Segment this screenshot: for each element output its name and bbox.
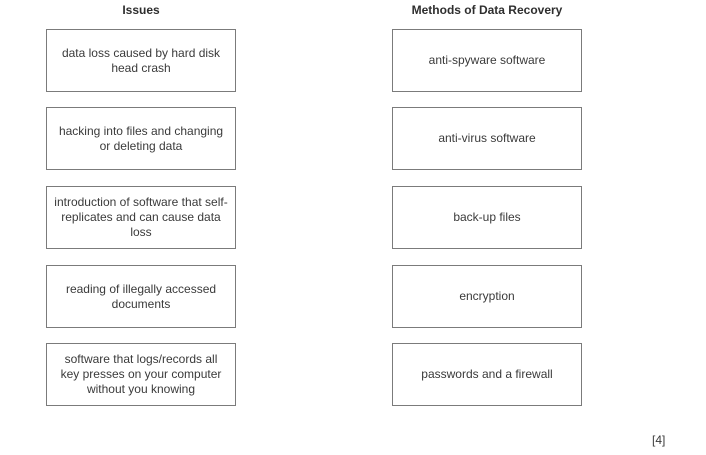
issue-box-label: hacking into files and changing or delet… xyxy=(58,123,224,153)
method-box-anti-spyware[interactable]: anti-spyware software xyxy=(392,29,582,92)
issues-column-header: Issues xyxy=(122,3,160,17)
issue-box-key-logging[interactable]: software that logs/records all key press… xyxy=(46,343,236,406)
method-box-label: back-up files xyxy=(453,210,521,224)
method-box-label: anti-virus software xyxy=(438,131,536,145)
method-box-passwords-firewall[interactable]: passwords and a firewall xyxy=(392,343,582,406)
method-box-anti-virus[interactable]: anti-virus software xyxy=(392,107,582,170)
method-box-encryption[interactable]: encryption xyxy=(392,265,582,328)
issue-box-hard-disk-crash[interactable]: data loss caused by hard disk head crash xyxy=(46,29,236,92)
issue-box-label: software that logs/records all key press… xyxy=(60,352,222,396)
issue-box-illegally-accessed-documents[interactable]: reading of illegally accessed documents xyxy=(46,265,236,328)
issue-box-self-replicating-software[interactable]: introduction of software that self-repli… xyxy=(46,186,236,249)
issue-box-label: data loss caused by hard disk head crash xyxy=(61,45,221,75)
issue-box-label: reading of illegally accessed documents xyxy=(65,281,217,311)
method-box-label: anti-spyware software xyxy=(428,53,546,67)
method-box-back-up-files[interactable]: back-up files xyxy=(392,186,582,249)
issue-box-hacking[interactable]: hacking into files and changing or delet… xyxy=(46,107,236,170)
question-marks-label: [4] xyxy=(652,433,666,447)
issue-box-label: introduction of software that self-repli… xyxy=(54,195,228,239)
method-box-label: encryption xyxy=(459,289,515,303)
method-box-label: passwords and a firewall xyxy=(421,367,553,381)
methods-column-header: Methods of Data Recovery xyxy=(411,3,563,17)
